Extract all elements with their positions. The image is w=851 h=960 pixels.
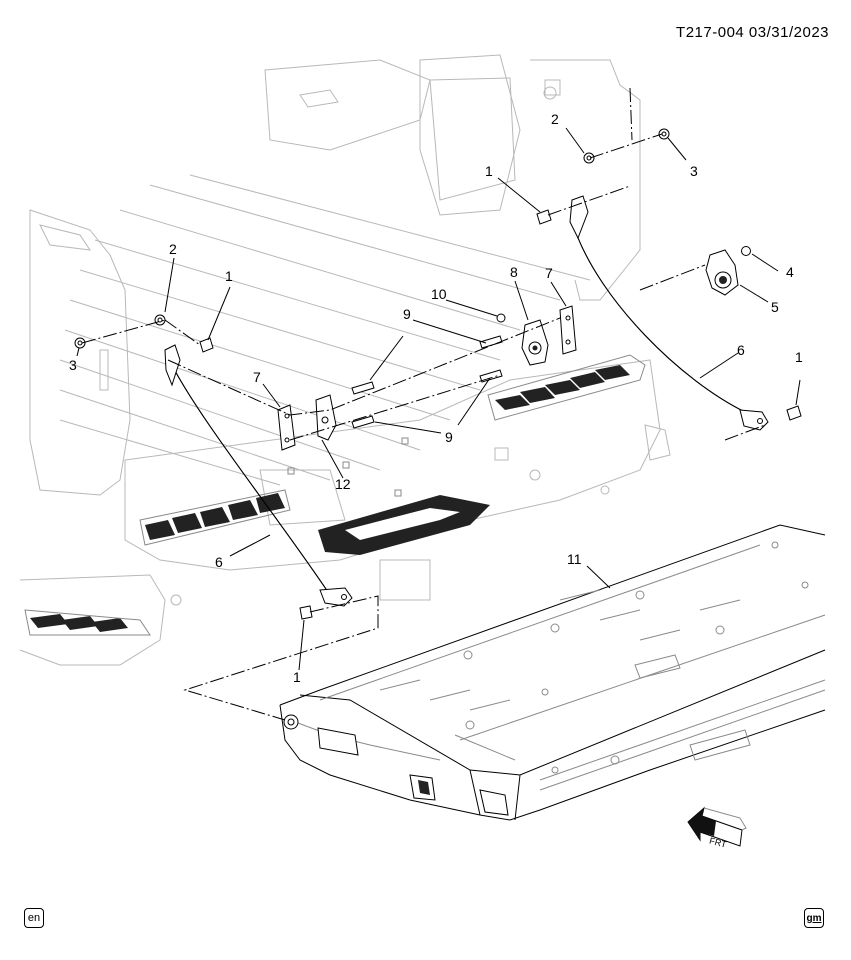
callout-9: 9 <box>403 306 411 322</box>
step-tread-lower-left <box>24 609 151 636</box>
callout-3: 3 <box>690 163 698 179</box>
callout-7: 7 <box>253 369 261 385</box>
language-button[interactable]: en <box>24 908 44 928</box>
step-tread-center <box>318 495 490 555</box>
front-arrow-label: FRT <box>708 835 728 849</box>
gm-logo-button[interactable]: gm <box>804 908 824 928</box>
callout-12: 12 <box>335 476 351 492</box>
tailgate-cable-left[interactable] <box>164 344 353 607</box>
callout-6: 6 <box>215 554 223 570</box>
callout-1: 1 <box>225 268 233 284</box>
tailgate-cable-right[interactable] <box>569 195 769 431</box>
callout-1: 1 <box>795 349 803 365</box>
alignment-lines <box>81 87 766 721</box>
callout-1: 1 <box>485 163 493 179</box>
callout-5: 5 <box>771 299 779 315</box>
callout-labels: 1 1 1 1 2 2 3 3 4 5 6 6 7 7 8 9 9 9 10 1… <box>69 111 803 685</box>
hardware-parts <box>74 128 802 620</box>
callout-4: 4 <box>786 264 794 280</box>
callout-7: 7 <box>545 265 553 281</box>
callout-2: 2 <box>169 241 177 257</box>
front-direction-arrow: FRT <box>687 806 747 850</box>
callout-11: 11 <box>567 551 582 567</box>
callout-3: 3 <box>69 357 77 373</box>
step-tread-left <box>139 489 291 546</box>
step-tread-right <box>487 354 646 421</box>
callout-6: 6 <box>737 342 745 358</box>
callout-9: 9 <box>445 429 453 445</box>
callout-2: 2 <box>551 111 559 127</box>
callout-8: 8 <box>510 264 518 280</box>
truck-bed-outline <box>19 54 671 666</box>
tailgate-assembly[interactable] <box>279 524 826 821</box>
document-id: T217-004 03/31/2023 <box>676 24 829 41</box>
callout-1: 1 <box>293 669 301 685</box>
callout-10: 10 <box>431 286 447 302</box>
leader-lines <box>76 127 801 671</box>
